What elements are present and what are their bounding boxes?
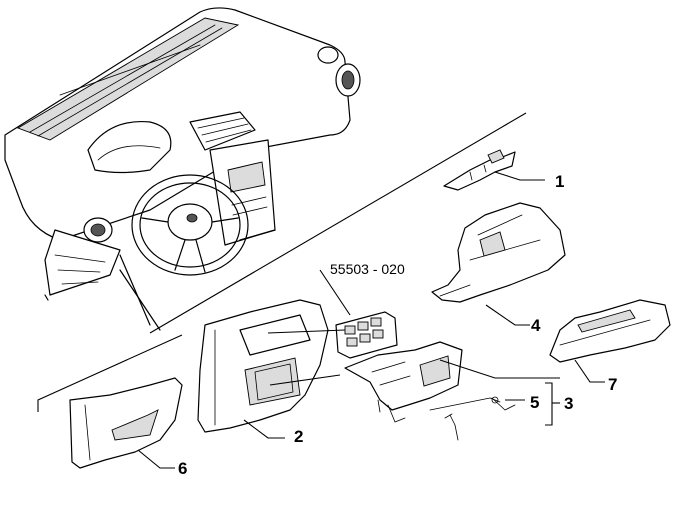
leader-2c bbox=[267, 329, 346, 334]
separator-line-upper bbox=[149, 112, 527, 334]
part-6-knee-panel bbox=[69, 377, 183, 469]
bracket-3 bbox=[545, 382, 553, 426]
leader-2 bbox=[243, 419, 285, 439]
callout-5: 5 bbox=[530, 393, 539, 412]
callout-4: 4 bbox=[531, 316, 541, 335]
callout-3: 3 bbox=[564, 394, 573, 413]
leader-7 bbox=[574, 359, 605, 383]
callout-1: 1 bbox=[555, 172, 564, 191]
leader-6 bbox=[137, 449, 175, 469]
callout-2: 2 bbox=[294, 427, 303, 446]
switch-module bbox=[335, 311, 398, 359]
leader-2b bbox=[269, 374, 341, 386]
leader-1 bbox=[494, 171, 545, 181]
leader-4 bbox=[485, 304, 530, 326]
part-4-column-shroud bbox=[431, 202, 566, 303]
separator-line-lower bbox=[37, 334, 183, 412]
part-5-wiring bbox=[429, 396, 516, 441]
part-5-bracket bbox=[344, 341, 463, 423]
part-2-lower-panel bbox=[197, 299, 329, 433]
part-number-label: 55503 - 020 bbox=[330, 261, 405, 277]
leader-part-number bbox=[319, 269, 351, 316]
leader-5-a bbox=[439, 359, 560, 379]
part-7-trim-strip bbox=[549, 299, 671, 363]
callout-7: 7 bbox=[608, 375, 617, 394]
callout-6: 6 bbox=[178, 459, 187, 478]
dashboard-assembly bbox=[4, 7, 361, 331]
part-1-trim-clip bbox=[443, 149, 516, 191]
